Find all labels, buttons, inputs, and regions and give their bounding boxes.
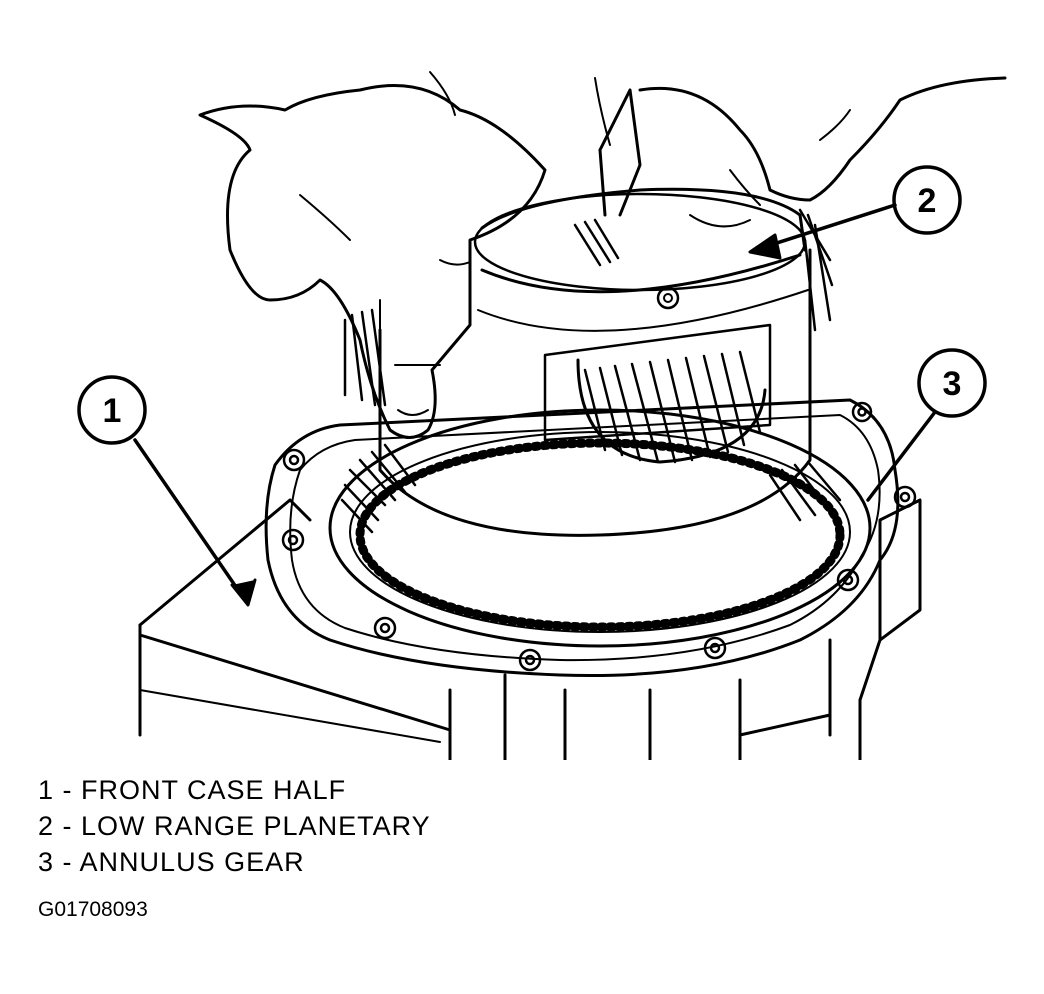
callout-1-number: 1 <box>103 392 122 430</box>
callout-2: 2 <box>748 165 962 260</box>
annulus-gear <box>328 408 872 648</box>
parts-legend: 1 - FRONT CASE HALF 2 - LOW RANGE PLANET… <box>38 772 431 880</box>
legend-number: 3 <box>38 847 55 877</box>
transfer-case-illustration: 1 2 3 <box>77 71 1007 760</box>
low-range-planetary <box>343 187 834 537</box>
figure-id: G01708093 <box>38 898 148 921</box>
legend-number: 1 <box>38 775 55 805</box>
legend-label: ANNULUS GEAR <box>79 847 305 877</box>
legend-separator: - <box>54 811 82 841</box>
legend-separator: - <box>54 847 80 877</box>
legend-row: 1 - FRONT CASE HALF <box>38 772 431 808</box>
callout-2-number: 2 <box>918 182 937 220</box>
legend-label: FRONT CASE HALF <box>81 775 347 805</box>
callout-1: 1 <box>77 375 257 607</box>
legend-row: 3 - ANNULUS GEAR <box>38 844 431 880</box>
hands <box>198 71 1007 439</box>
legend-row: 2 - LOW RANGE PLANETARY <box>38 808 431 844</box>
legend-label: LOW RANGE PLANETARY <box>81 811 431 841</box>
legend-separator: - <box>54 775 82 805</box>
callout-3: 3 <box>866 348 987 502</box>
callout-3-number: 3 <box>943 365 962 403</box>
case-flange <box>264 398 917 678</box>
legend-number: 2 <box>38 811 55 841</box>
front-case-half <box>138 498 922 760</box>
